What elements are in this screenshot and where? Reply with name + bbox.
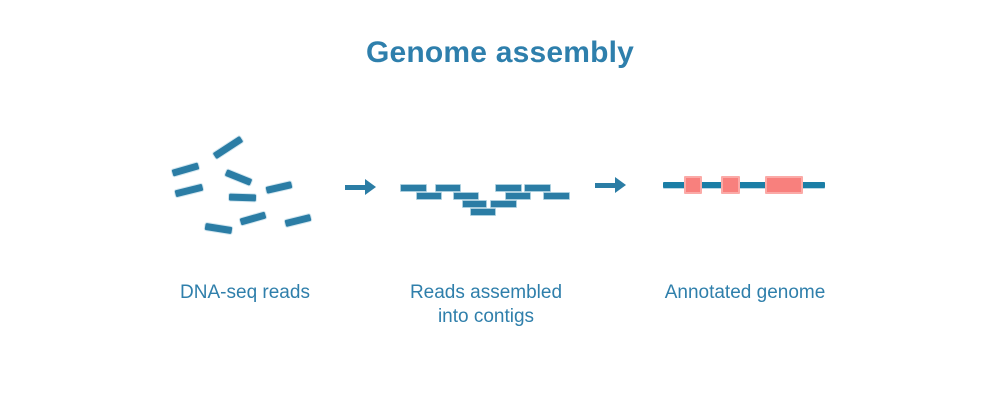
contig-segment — [453, 192, 479, 200]
stage-label-reads-assembled-into-contigs: Reads assembled into contigs — [409, 282, 563, 327]
read-segment — [171, 161, 199, 177]
gene-feature — [721, 176, 740, 194]
contig-segment — [462, 200, 487, 208]
gene-feature — [684, 176, 702, 194]
contig-segment — [505, 192, 531, 200]
arrow-shaft — [345, 184, 366, 190]
arrow-head — [615, 177, 626, 193]
read-segment — [212, 135, 244, 159]
reads-to-contigs-arrow-icon — [345, 179, 376, 195]
read-segment — [228, 193, 256, 201]
read-segment — [265, 180, 293, 194]
arrow-head — [365, 179, 376, 195]
contig-segment — [490, 200, 517, 208]
read-segment — [174, 183, 204, 197]
contig-segment — [524, 184, 551, 192]
stage-label-annotated-genome: Annotated genome — [664, 282, 826, 303]
contig-segment — [495, 184, 522, 192]
read-segment — [224, 168, 252, 186]
contigs-to-genome-arrow-icon — [595, 177, 626, 193]
contig-segment — [470, 208, 496, 216]
arrow-shaft — [595, 182, 616, 188]
contig-segment — [400, 184, 427, 192]
contig-segment — [416, 192, 442, 200]
genome-line — [663, 182, 825, 188]
contig-segment — [543, 192, 570, 200]
page-title: Genome assembly — [365, 36, 635, 69]
contig-segment — [435, 184, 461, 192]
gene-feature — [765, 176, 803, 194]
read-segment — [239, 211, 267, 225]
stage-label-dna-seq-reads: DNA-seq reads — [180, 282, 310, 303]
read-segment — [204, 222, 232, 234]
read-segment — [284, 213, 312, 227]
